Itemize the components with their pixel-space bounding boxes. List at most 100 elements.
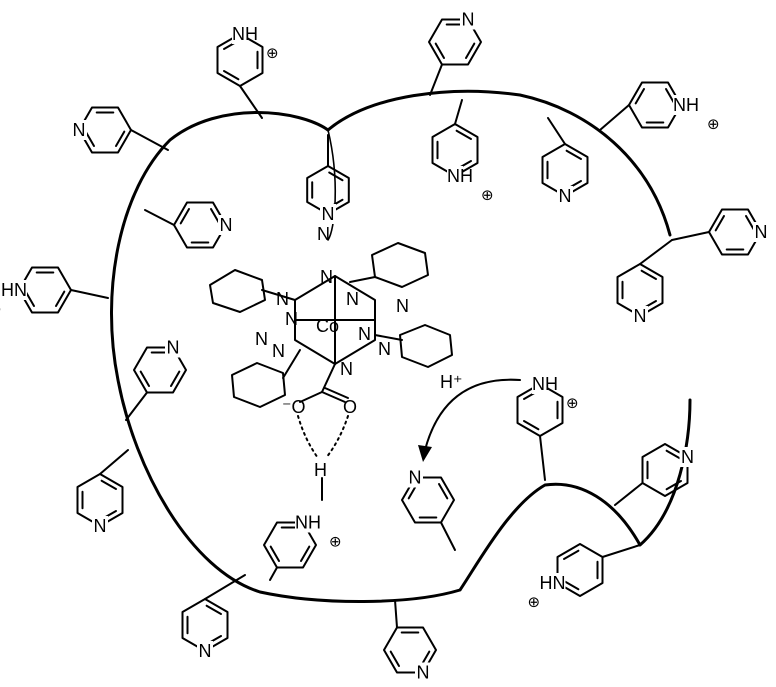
polymer-backbone-top xyxy=(326,89,672,237)
inner-left-pyridine-n-label: N xyxy=(220,215,233,235)
co-double-bond xyxy=(321,391,346,403)
proton-acceptor-pyridine-double-bond xyxy=(438,483,449,500)
bond xyxy=(261,289,296,301)
bottom-center-pyridine-double-bond xyxy=(389,650,400,667)
cobalt-phthalocyanine xyxy=(209,242,453,501)
right-lower-pyridine-linker-bond xyxy=(639,239,673,265)
inner-right-pyridine-double-bond xyxy=(565,149,582,160)
n-label: N xyxy=(396,296,409,316)
left-middle-pyridine-linker-bond xyxy=(125,391,148,421)
inner-left-pyridine-double-bond xyxy=(210,208,221,225)
bottom-right-pyridinium-charge: ⊕ xyxy=(528,593,541,611)
bottom-pyridinium-hbond-charge: ⊕ xyxy=(329,533,342,551)
proton-transfer-arrow xyxy=(424,378,521,451)
bottom-right-pyridinium-label-bg xyxy=(549,573,566,593)
left-lower-pyridine-label-bg xyxy=(92,516,108,536)
bottom-right-pyridinium-n-label: HN xyxy=(540,573,566,593)
hydrogen-bond-1 xyxy=(297,415,319,459)
right-pyridine-double-bond xyxy=(745,215,756,232)
bond xyxy=(349,276,376,283)
inner-top-pyridinium-label-bg xyxy=(447,166,463,186)
right-lower-pyridine-double-bond xyxy=(640,269,657,280)
carboxylate-o-minus: ⁻O xyxy=(282,397,306,417)
lower-right-pyridine-label-bg xyxy=(679,447,696,467)
proton-donor-pyridinium-double-bond xyxy=(523,420,540,431)
benzo-ring-left-top xyxy=(209,269,266,313)
proton-donor-pyridinium-label-bg xyxy=(532,374,548,394)
bottom-pyridinium-hbond-linker-bond xyxy=(269,566,278,581)
right-upper-pyridinium-label-bg xyxy=(673,95,689,115)
left-middle-pyridine-label-bg xyxy=(165,337,181,358)
right-pyridine-label-bg xyxy=(753,222,769,242)
right-upper-pyridinium-double-bond xyxy=(665,88,676,105)
n-label: N xyxy=(255,329,268,349)
axial-pyridine-n-label: N xyxy=(322,204,335,224)
top-right-pyridine-double-bond xyxy=(465,42,476,59)
benzo-ring-left-bottom xyxy=(231,362,286,408)
inner-left-pyridine-linker-bond xyxy=(144,209,175,226)
carboxylate-bond xyxy=(321,363,336,393)
bottom-right-pyridinium-linker-bond xyxy=(601,544,641,558)
benzo-ring-right-bottom xyxy=(399,324,453,368)
axial-pyridine-label-bg xyxy=(320,204,336,224)
proton-donor-pyridinium-linker-bond xyxy=(539,435,546,481)
left-middle-pyridine-n-label: N xyxy=(167,338,180,358)
pyridine-rings xyxy=(18,18,762,674)
lower-right-pyridine-double-bond xyxy=(665,449,682,460)
cobalt-label: Co xyxy=(316,316,339,336)
left-pyridinium-double-bond xyxy=(24,290,35,307)
right-lower-pyridine-n-label: N xyxy=(634,306,647,326)
right-pyridine-n-label: N xyxy=(755,222,768,242)
left-pyridinium-n-label: HN xyxy=(1,280,27,300)
left-pyridinium-charge: ⊕ xyxy=(0,300,2,318)
inner-left-pyridine-label-bg xyxy=(218,215,234,235)
inner-top-pyridinium-charge: ⊕ xyxy=(481,186,494,204)
right-upper-pyridinium-charge: ⊕ xyxy=(707,115,720,133)
n-label: N xyxy=(340,359,353,379)
n-label: N xyxy=(272,341,285,361)
lower-right-pyridine-double-bond xyxy=(665,480,682,491)
top-right-pyridine-n-label: N xyxy=(462,10,475,30)
top-right-pyridine-label-bg xyxy=(460,9,476,30)
polymer-backbone-inner xyxy=(327,129,337,241)
top-right-pyridine-linker-bond xyxy=(429,63,443,96)
bottom-right-pyridinium-double-bond xyxy=(563,549,580,560)
top-center-pyridinium-label-bg xyxy=(232,24,248,44)
proton-donor-pyridinium-charge: ⊕ xyxy=(566,394,579,412)
bottom-pyridinium-hbond-n-label: NH xyxy=(295,513,321,533)
n-label: N xyxy=(378,339,391,359)
right-upper-pyridinium-linker-bond xyxy=(599,104,630,131)
proton-acceptor-pyridine-linker-bond xyxy=(440,521,456,551)
inner-top-pyridinium-double-bond xyxy=(455,129,472,140)
left-middle-pyridine-double-bond xyxy=(139,370,150,387)
n-label: N xyxy=(285,309,298,329)
upper-left-pyridine-linker-bond xyxy=(130,129,169,151)
bottom-pyridinium-hbond-label-bg xyxy=(295,512,311,533)
proton-label: H⁺ xyxy=(440,372,463,392)
right-upper-pyridinium-n-label: NH xyxy=(673,95,699,115)
h-label: H xyxy=(314,460,327,480)
bottom-center-pyridine-label-bg xyxy=(415,662,431,683)
arrow-head xyxy=(418,445,432,462)
co-bond xyxy=(299,391,323,403)
left-pyridinium-label-bg xyxy=(11,280,27,300)
bottom-left-pyridine-linker-bond xyxy=(204,574,246,600)
top-center-pyridinium-double-bond xyxy=(223,70,240,81)
bottom-left-pyridine-n-label: N xyxy=(199,641,212,661)
upper-left-pyridine-label-bg xyxy=(71,120,87,140)
left-pyridinium-double-bond xyxy=(55,290,66,307)
inner-top-pyridinium-linker-bond xyxy=(454,99,463,125)
inner-left-pyridine-double-bond xyxy=(179,208,190,225)
right-lower-pyridine-label-bg xyxy=(632,306,648,326)
n-label: N xyxy=(320,267,333,287)
left-lower-pyridine-n-label: N xyxy=(94,516,107,536)
n-label: N xyxy=(346,289,359,309)
inner-top-pyridinium-n-label: NH xyxy=(447,166,473,186)
carboxylate-o: O xyxy=(343,397,357,417)
top-right-pyridine-double-bond xyxy=(434,42,445,59)
left-middle-pyridine-double-bond xyxy=(170,370,181,387)
top-center-pyridinium-n-label: NH xyxy=(232,24,258,44)
left-lower-pyridine-double-bond xyxy=(100,479,117,490)
right-pyridine-linker-bond xyxy=(671,231,710,241)
